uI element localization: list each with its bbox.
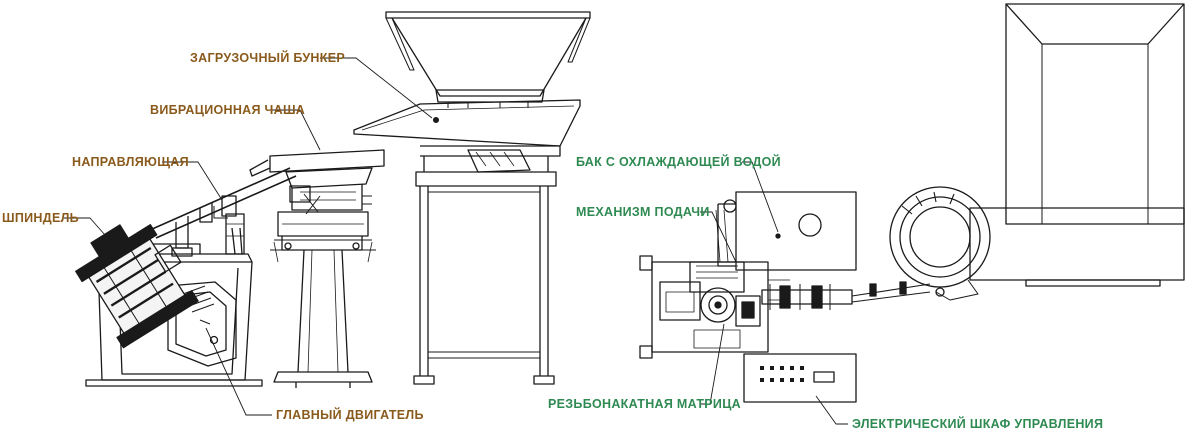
label-main-motor: ГЛАВНЫЙ ДВИГАТЕЛЬ [276, 408, 424, 422]
label-feed-mechanism: МЕХАНИЗМ ПОДАЧИ [576, 205, 710, 219]
main-motor [167, 281, 237, 367]
top-view-machine [639, 3, 1185, 425]
top-view-hopper [969, 3, 1185, 287]
label-thread-rolling-die: РЕЗЬБОНАКАТНАЯ МАТРИЦА [548, 397, 741, 411]
bowl-stand [270, 211, 376, 388]
loading-hopper [385, 11, 591, 108]
label-spindle: ШПИНДЕЛЬ [2, 211, 79, 225]
right-leader-lines [700, 161, 848, 425]
cooling-water-tank [717, 191, 857, 271]
label-electrical-control-cabinet: ЭЛЕКТРИЧЕСКИЙ ШКАФ УПРАВЛЕНИЯ [852, 417, 1104, 431]
left-leader-lines [64, 57, 433, 416]
electrical-control-cabinet [743, 353, 857, 403]
label-guide-rail: НАПРАВЛЯЮЩАЯ [72, 155, 189, 169]
discharge-conveyor [761, 281, 931, 310]
top-view-vibratory-bowl [889, 186, 991, 301]
feed-mechanism-body [639, 209, 790, 359]
spindle-head [75, 224, 199, 349]
vibratory-bowl [249, 149, 385, 215]
label-loading-hopper: ЗАГРУЗОЧНЫЙ БУНКЕР [190, 51, 345, 65]
hopper-tray [353, 99, 581, 173]
label-vibratory-bowl: ВИБРАЦИОННАЯ ЧАША [150, 103, 306, 117]
label-cooling-water-tank: БАК С ОХЛАЖДАЮЩЕЙ ВОДОЙ [576, 155, 781, 169]
side-view-machine [64, 11, 591, 416]
guide-rail [149, 167, 297, 257]
hopper-stand [413, 156, 557, 385]
